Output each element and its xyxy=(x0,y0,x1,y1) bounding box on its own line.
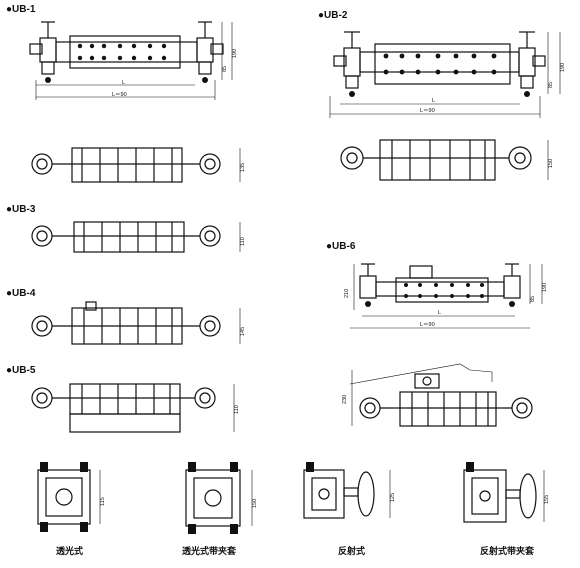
ub5-dim-110: 110 xyxy=(234,405,240,414)
sec3-dim-125: 125 xyxy=(390,493,396,502)
section-reflex: 125 反射式 xyxy=(303,462,396,557)
ub1-gauge-cover xyxy=(69,35,181,69)
ub6-dim-l: L xyxy=(438,310,441,316)
ub1-dim-l: L xyxy=(122,80,125,86)
ub6-motor xyxy=(409,265,433,279)
ub1-front-view: ●UB-1 L L＝90 85 190 xyxy=(6,4,238,100)
ub3-dim-110: 110 xyxy=(240,237,246,246)
sec2-dim-150: 150 xyxy=(252,499,258,508)
ub2-right-valve xyxy=(518,31,546,97)
ub1-dim-190: 190 xyxy=(232,49,238,58)
ub2-left-valve xyxy=(333,31,361,97)
section-transmission: 115 透光式 xyxy=(37,462,106,557)
ub2-top-view: 150 xyxy=(340,139,554,181)
ub1-dim-135: 135 xyxy=(240,163,246,172)
ub2-dim-l: L xyxy=(432,98,435,104)
ub1-dim-l90: L＝90 xyxy=(112,92,127,98)
ub6-label: ●UB-6 xyxy=(326,241,356,252)
ub4-dim-145: 145 xyxy=(240,327,246,336)
sec1-dim-115: 115 xyxy=(100,497,106,506)
ub2-front-view: ●UB-2 L L＝90 85 190 xyxy=(318,10,566,118)
ub1-gauge-body xyxy=(55,41,198,63)
caption-reflex: 反射式 xyxy=(338,545,365,557)
ub2-dim-190: 190 xyxy=(560,63,566,72)
ub6-dim-230: 230 xyxy=(342,395,348,404)
ub5-top-view: ●UB-5 110 xyxy=(6,365,240,433)
ub2-label: ●UB-2 xyxy=(318,10,348,21)
section-transmission-jacketed: 150 透光式带夹套 xyxy=(182,462,258,557)
ub6-front-view: ●UB-6 210 L L＝90 85 190 xyxy=(326,241,548,329)
ub1-right-valve xyxy=(196,21,224,83)
ub2-dim-l90: L＝90 xyxy=(420,108,435,114)
sec4-dim-155: 155 xyxy=(544,495,550,504)
ub4-label: ●UB-4 xyxy=(6,288,36,299)
ub6-dim-85: 85 xyxy=(530,296,536,302)
ub4-top-view: ●UB-4 145 xyxy=(6,288,246,345)
ub2-dim-85: 85 xyxy=(548,82,554,88)
ub6-dim-190: 190 xyxy=(542,283,548,292)
ub1-top-view: 135 xyxy=(31,147,246,183)
ub1-label: ●UB-1 xyxy=(6,4,36,15)
ub5-label: ●UB-5 xyxy=(6,365,36,376)
ub6-top-view: 230 xyxy=(342,363,533,427)
ub6-dim-l90: L＝90 xyxy=(420,322,435,328)
ub3-label: ●UB-3 xyxy=(6,204,36,215)
ub1-left-valve xyxy=(29,21,57,83)
caption-transmission-jacketed: 透光式带夹套 xyxy=(182,545,237,557)
section-reflex-jacketed: 155 反射式带夹套 xyxy=(463,462,550,557)
ub6-dim-210: 210 xyxy=(344,289,350,298)
ub2-dim-150: 150 xyxy=(548,159,554,168)
ub3-top-view: ●UB-3 110 xyxy=(6,204,246,253)
ub1-dim-85: 85 xyxy=(222,66,228,72)
caption-transmission: 透光式 xyxy=(56,545,83,557)
caption-reflex-jacketed: 反射式带夹套 xyxy=(480,545,535,557)
